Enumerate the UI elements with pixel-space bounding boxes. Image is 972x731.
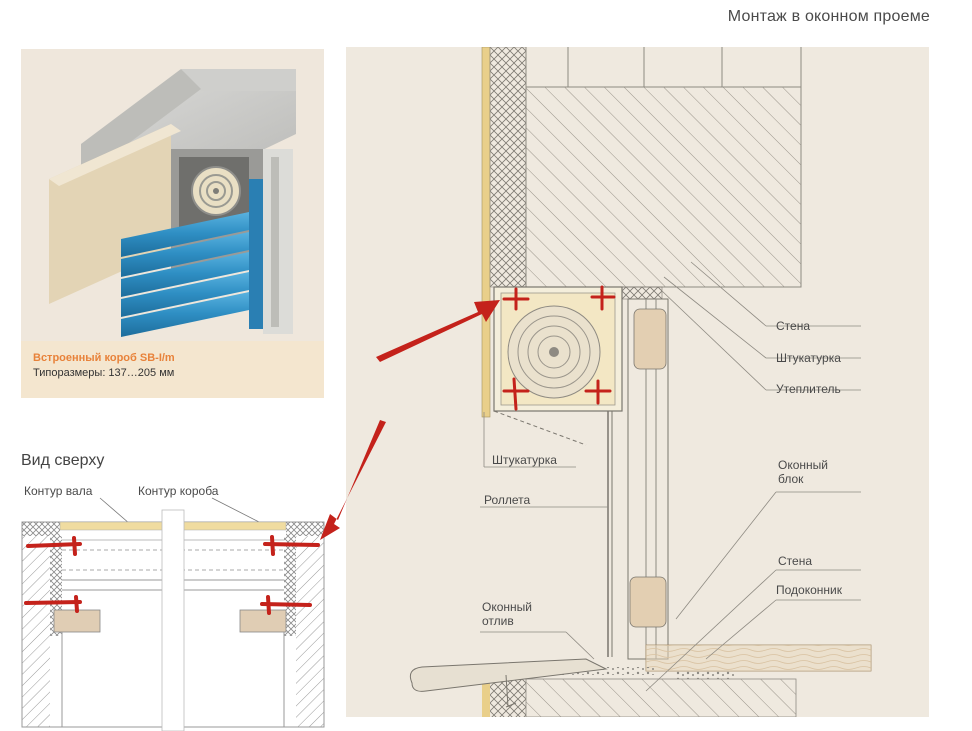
label-drip-sill: Оконный отлив [482,600,532,628]
page-title: Монтаж в оконном проеме [727,8,930,25]
label-window-block: Оконный блок [778,458,828,486]
cross-section-drawing [409,47,872,717]
label-plaster-left: Штукатурка [492,453,557,467]
product-caption: Встроенный короб SB-I/m Типоразмеры: 137… [21,341,324,398]
top-view-drawing [21,497,325,731]
product-card: Встроенный короб SB-I/m Типоразмеры: 137… [21,49,324,398]
label-wall-bottom: Стена [778,554,813,568]
label-roller-shutter: Роллета [484,493,531,507]
product-photo [21,49,324,341]
label-wall-top: Стена [776,319,811,333]
label-plaster-right: Штукатурка [776,351,841,365]
product-sizes: Типоразмеры: 137…205 мм [33,367,175,379]
shaft-contour-label: Контур вала [24,484,93,498]
section-drawing-panel: Стена Штукатурка Утеплитель Штукатурка О… [346,47,929,717]
label-insulation: Утеплитель [776,382,841,396]
top-view-title: Вид сверху [21,452,105,469]
product-title: Встроенный короб SB-I/m [33,352,175,364]
label-windowsill: Подоконник [776,583,842,597]
box-contour-label: Контур короба [138,484,219,498]
